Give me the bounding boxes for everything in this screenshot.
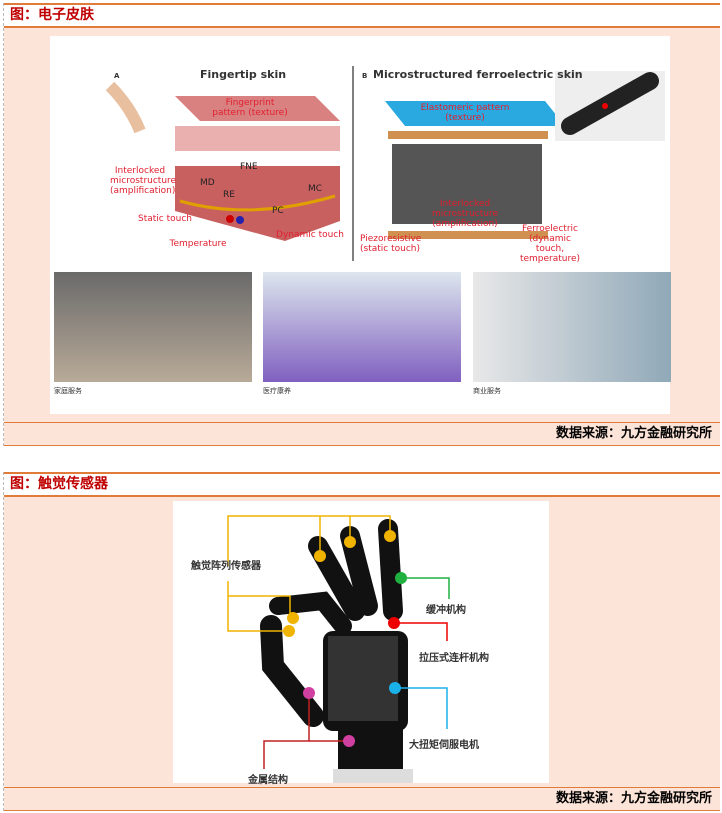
- figure-electronic-skin: 图：电子皮肤 A Fingertip skin B Microstructure…: [3, 3, 720, 446]
- figure-source: 数据来源：九方金融研究所: [4, 422, 720, 446]
- figure-source: 数据来源：九方金融研究所: [4, 787, 720, 811]
- photo-home-service: [54, 272, 252, 382]
- label-linkage-mechanism: 拉压式连杆机构: [419, 653, 489, 664]
- figure-title: 图：触觉传感器: [4, 472, 720, 497]
- figure-image: A Fingertip skin B Microstructured ferro…: [50, 36, 671, 414]
- figure-tactile-sensor: 图：触觉传感器 触觉阵列传感器 缓冲机构 拉压式连杆机构 大扭矩伺服电机 金属结…: [3, 472, 720, 811]
- figure-image: 触觉阵列传感器 缓冲机构 拉压式连杆机构 大扭矩伺服电机 金属结构: [173, 501, 549, 786]
- photo-medical-care: [263, 272, 461, 382]
- label-buffer-mechanism: 缓冲机构: [426, 605, 466, 616]
- label-metal-structure: 金属结构: [248, 775, 288, 786]
- figure-title: 图：电子皮肤: [4, 3, 720, 28]
- label-tactile-array-sensor: 触觉阵列传感器: [191, 561, 261, 572]
- photo-commercial-service: [473, 272, 671, 382]
- label-servo-motor: 大扭矩伺服电机: [409, 740, 479, 751]
